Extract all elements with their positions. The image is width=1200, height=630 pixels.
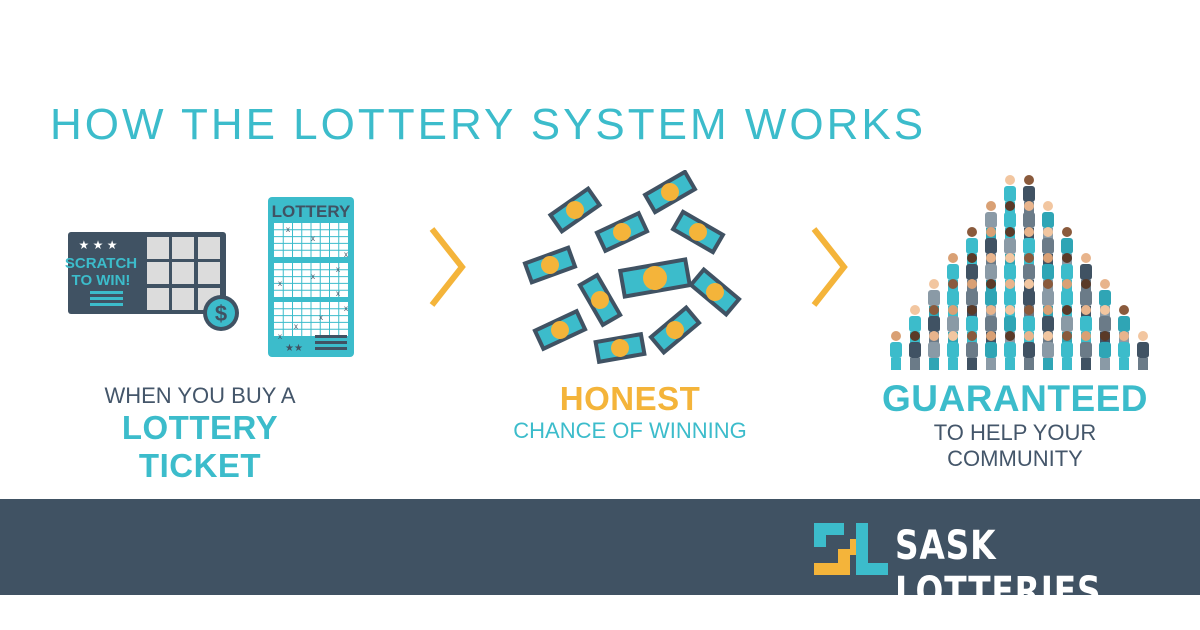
coin-symbol: $ <box>215 301 227 326</box>
money-bill-icon <box>593 331 647 365</box>
page-title: HOW THE LOTTERY SYSTEM WORKS <box>50 100 927 149</box>
svg-text:x: x <box>294 322 298 331</box>
money-bill-icon <box>648 304 702 356</box>
scratch-text-2: TO WIN! <box>72 272 131 289</box>
chevron-right-icon <box>429 227 466 307</box>
svg-text:★ ★ ★: ★ ★ ★ <box>79 238 118 252</box>
step1-line1: WHEN YOU BUY A <box>104 383 296 408</box>
person-icon <box>1099 331 1111 370</box>
svg-text:x: x <box>311 272 315 281</box>
person-icon <box>1137 331 1149 370</box>
money-bill-icon <box>577 272 623 328</box>
person-icon <box>1023 253 1035 292</box>
people-crowd-icon <box>890 175 1149 370</box>
money-bill-icon <box>642 170 698 215</box>
person-icon <box>966 331 978 370</box>
step2-line1: HONEST <box>559 380 701 417</box>
person-icon <box>1080 331 1092 370</box>
person-icon <box>1061 331 1073 370</box>
person-icon <box>909 331 921 370</box>
person-icon <box>928 331 940 370</box>
money-bill-icon <box>688 266 742 318</box>
step3-line2: TO HELP YOUR COMMUNITY <box>933 420 1097 471</box>
person-icon <box>890 331 902 370</box>
person-icon <box>947 331 959 370</box>
brand-name: SASK LOTTERIES <box>895 523 1102 615</box>
step2-line2: CHANCE OF WINNING <box>513 418 747 443</box>
person-icon <box>1118 331 1130 370</box>
ticket-label: LOTTERY <box>272 202 351 221</box>
footer-banner: SASK LOTTERIES <box>0 499 1200 615</box>
svg-text:x: x <box>286 225 290 234</box>
svg-text:x: x <box>311 234 315 243</box>
money-bill-icon <box>522 245 578 285</box>
svg-text:x: x <box>278 279 282 288</box>
scratch-card-icon: ★ ★ ★ SCRATCH TO WIN! $ LOTTERY xxxxxxxx… <box>65 197 354 357</box>
step1-line2: LOTTERY TICKET <box>121 409 279 484</box>
money-bill-icon <box>532 308 588 352</box>
person-icon <box>1023 331 1035 370</box>
sask-lotteries-logo <box>814 523 888 575</box>
money-bill-icon <box>617 257 693 299</box>
step3-line1: GUARANTEED <box>881 378 1149 419</box>
svg-text:x: x <box>336 265 340 274</box>
money-bills-icon <box>522 170 742 365</box>
scratch-text-1: SCRATCH <box>65 255 137 272</box>
svg-text:x: x <box>278 332 282 341</box>
money-bill-icon <box>547 185 603 235</box>
person-icon <box>1042 331 1054 370</box>
chevron-right-icon <box>811 227 848 307</box>
person-icon <box>985 331 997 370</box>
svg-text:x: x <box>344 304 348 313</box>
svg-text:x: x <box>336 289 340 298</box>
money-bill-icon <box>594 210 650 254</box>
svg-text:x: x <box>344 250 348 259</box>
person-icon <box>1004 331 1016 370</box>
svg-text:★★: ★★ <box>285 343 303 354</box>
svg-text:x: x <box>319 313 323 322</box>
money-bill-icon <box>670 209 726 255</box>
